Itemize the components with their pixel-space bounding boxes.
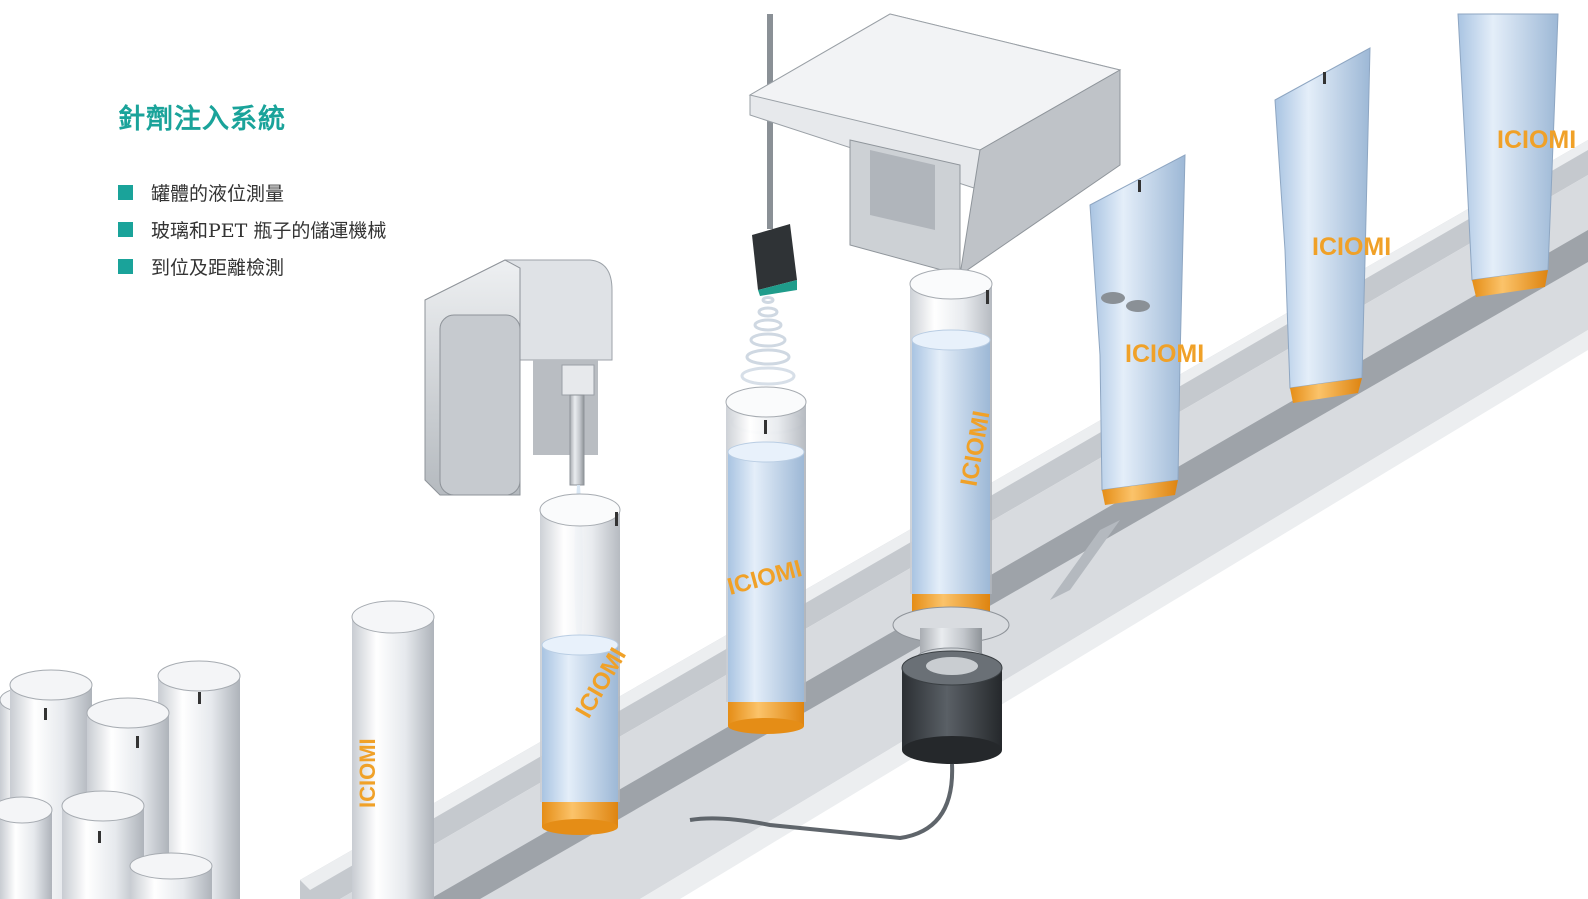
feature-text: 罐體的液位測量	[151, 183, 285, 205]
square-bullet-icon	[118, 185, 133, 200]
tube-logo: ICIOMI	[1497, 126, 1576, 154]
sealed-tube-3: ICIOMI	[1457, 13, 1576, 297]
feature-item: 罐體的液位測量	[118, 174, 538, 211]
sealed-tube-2: ICIOMI	[1274, 47, 1391, 403]
tube-level-measured: ICIOMI	[725, 386, 807, 734]
feature-text: 到位及距離檢測	[151, 257, 285, 279]
feature-text: 玻璃和PET 瓶子的儲運機械	[151, 220, 387, 242]
sealed-tube-1: ICIOMI	[1089, 154, 1204, 505]
empty-tube-pile	[0, 660, 241, 899]
tube-logo: ICIOMI	[1125, 340, 1204, 368]
feature-item: 玻璃和PET 瓶子的儲運機械	[118, 211, 538, 248]
filling-nozzle-unit	[424, 259, 613, 635]
feature-list: 罐體的液位測量 玻璃和PET 瓶子的儲運機械 到位及距離檢測	[118, 174, 538, 285]
tube-logo: ICIOMI	[355, 738, 380, 808]
rotary-encoder	[689, 650, 1003, 841]
tube-logo: ICIOMI	[1312, 233, 1391, 261]
square-bullet-icon	[118, 259, 133, 274]
standing-empty-tube: ICIOMI	[351, 600, 435, 899]
feature-item: 到位及距離檢測	[118, 248, 538, 285]
sealing-hood	[748, 13, 1122, 277]
info-panel: 針劑注入系統 罐體的液位測量 玻璃和PET 瓶子的儲運機械 到位及距離檢測	[118, 100, 538, 285]
tube-being-filled: ICIOMI	[539, 493, 632, 835]
square-bullet-icon	[118, 222, 133, 237]
diagram-title: 針劑注入系統	[118, 104, 286, 135]
tube-rotary-station: ICIOMI	[892, 268, 1010, 669]
